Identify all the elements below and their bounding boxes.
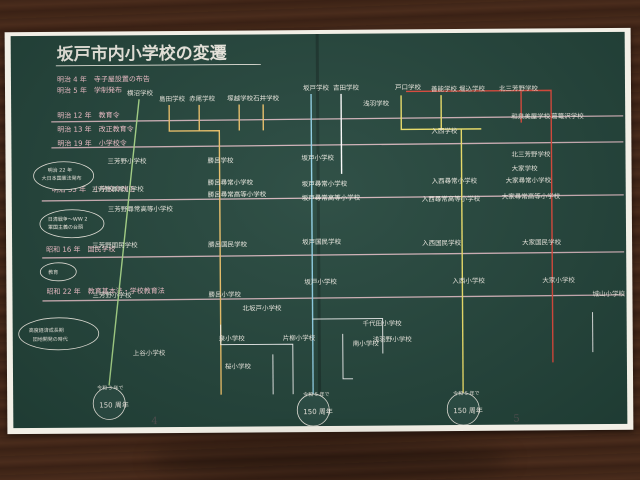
note-reiwa5-center: 令和 5 年で	[303, 391, 329, 398]
callout-dai-nippon	[33, 161, 95, 191]
school-label: 堀込学校	[459, 84, 486, 93]
school-label: 三芳野小学校	[107, 156, 147, 165]
school-label: 葛篭沢学校	[551, 111, 584, 120]
school-label: 片柳小学校	[283, 333, 316, 342]
school-label: 三芳野尋常小学校	[92, 184, 145, 193]
school-label: 和泉美屋学校	[511, 111, 551, 120]
school-label: 善能学校	[431, 84, 458, 93]
school-label: 横沼学校	[127, 88, 154, 97]
school-label: 大家尋常高等小学校	[502, 191, 561, 200]
note-reiwa3-left: 令和 3 年で	[97, 384, 123, 391]
school-label: 石井学校	[253, 93, 280, 102]
school-label: 三芳野国民学校	[92, 240, 138, 249]
school-label: 勝呂尋常高等小学校	[208, 189, 267, 198]
school-label: 浅羽野小学校	[373, 334, 413, 343]
era-label-meiji33: 明治 33 年 小学校令改正	[52, 184, 135, 194]
school-label: 坂戸国民学校	[302, 237, 342, 246]
school-label: 三芳野小学校	[92, 290, 132, 299]
school-label: 戸口学校	[395, 82, 422, 91]
era-label-meiji4: 明治 4 年 寺子屋設置の布告	[57, 74, 150, 84]
school-label: 入西尋常高等小学校	[422, 194, 481, 203]
page-number-left: 4	[151, 416, 157, 427]
callout-war-line1: 日清戦争〜WW 2	[48, 216, 88, 223]
school-label: 坂戸尋常小学校	[302, 179, 348, 188]
school-label: 大家小学校	[542, 275, 575, 284]
callout-growth-line2: 団地開発の時代	[33, 336, 68, 343]
anniv-label-3: 150 周年	[453, 406, 483, 415]
anniversary-burst-sakado	[296, 393, 330, 427]
school-label: 入西尋常小学校	[432, 176, 478, 185]
callout-dai-nippon-line2: 大日本国憲法発布	[42, 175, 82, 182]
shadow	[150, 440, 510, 480]
school-label: 入西学校	[431, 126, 458, 135]
school-label: 北三芳野学校	[499, 83, 539, 92]
era-label-meiji13: 明治 13 年 改正教育令	[57, 124, 133, 134]
era-label-meiji12: 明治 12 年 教育令	[57, 110, 119, 119]
note-reiwa5-right: 令和 5 年で	[453, 390, 479, 397]
callout-dai-nippon-line1: 明治 22 年	[48, 167, 73, 174]
school-label: 千代田小学校	[363, 318, 403, 327]
school-label: 勝呂学校	[207, 156, 234, 165]
school-label: 勝呂小学校	[208, 290, 241, 299]
school-label: 泉小学校	[219, 334, 246, 343]
era-label-meiji19: 明治 19 年 小学校令	[57, 138, 126, 147]
school-label: 浅羽学校	[363, 99, 390, 108]
school-label: 島田学校	[159, 94, 186, 103]
school-label: 大家尋常小学校	[506, 175, 552, 184]
chart-svg: 坂戸市内小学校の変遷 明治 4 年 寺子屋設置の布告 明治 5 年 学制発布 明…	[18, 43, 626, 427]
era-lines	[41, 115, 625, 302]
chalkboard-chart: 坂戸市内小学校の変遷 明治 4 年 寺子屋設置の布告 明治 5 年 学制発布 明…	[10, 31, 628, 429]
callout-war	[39, 209, 105, 239]
school-label: 桜小学校	[225, 361, 252, 370]
era-label-showa16: 昭和 16 年 国民学校	[46, 244, 115, 253]
era-label-showa22: 昭和 22 年 教育基本法・学校教育法	[46, 286, 164, 296]
chart-title: 坂戸市内小学校の変遷	[57, 43, 227, 65]
callout-education-text: 教育	[48, 269, 58, 276]
school-label: 赤尾学校	[189, 94, 216, 103]
school-label: 北三芳野学校	[511, 149, 551, 158]
page-number-right: 5	[513, 414, 519, 425]
school-labels: 横沼学校島田学校赤尾学校 塚越学校石井学校 坂戸学校吉田学校浅羽学校戸口学校善能学校…	[92, 82, 626, 370]
lineage-lines	[108, 89, 554, 395]
callout-growth-line1: 高度経済成長期	[29, 327, 64, 334]
school-label: 吉田学校	[333, 83, 360, 92]
school-label: 塚越学校	[227, 93, 254, 102]
callout-growth	[18, 317, 100, 351]
anniversary-burst-mitsuyoshino	[92, 387, 126, 420]
school-label: 坂戸小学校	[301, 153, 334, 162]
school-label: 勝呂国民学校	[208, 239, 248, 248]
school-label: 南小学校	[353, 339, 380, 348]
anniv-label-2: 150 周年	[303, 407, 333, 416]
school-label: 上谷小学校	[133, 348, 166, 357]
anniv-label-1: 150 周年	[99, 400, 129, 409]
school-label: 入西国民学校	[422, 238, 462, 247]
school-label: 坂戸学校	[303, 83, 330, 92]
school-label: 坂戸小学校	[304, 277, 337, 286]
callout-education	[39, 262, 77, 282]
school-label: 大家国民学校	[522, 237, 562, 246]
school-label: 城山小学校	[592, 289, 625, 298]
school-label: 勝呂尋常小学校	[208, 177, 254, 186]
branch-lines	[220, 312, 594, 395]
anniversary-burst-irinishi	[446, 392, 480, 426]
era-label-meiji5: 明治 5 年 学制発布	[57, 85, 122, 94]
school-label: 入西小学校	[452, 276, 485, 285]
school-label: 大家学校	[512, 163, 539, 172]
callout-war-line2: 軍国主義の台頭	[48, 224, 83, 231]
school-label: 北坂戸小学校	[243, 303, 283, 312]
school-label: 坂戸尋常高等小学校	[302, 193, 361, 202]
school-label: 三芳野尋常高等小学校	[108, 204, 174, 213]
